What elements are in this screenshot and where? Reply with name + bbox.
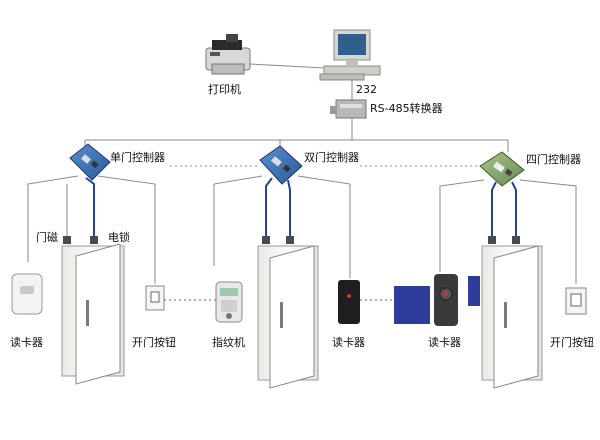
four-controller-label: 四门控制器 — [526, 153, 581, 166]
gray-wiring — [27, 175, 577, 284]
card-reader-2-icon — [338, 280, 360, 324]
card-reader-1-icon — [11, 273, 43, 315]
card-reader-1-label: 读卡器 — [10, 336, 43, 349]
door-1 — [61, 243, 125, 385]
blue-wiring — [85, 177, 517, 236]
computer-icon — [319, 29, 381, 81]
electric-lock-label: 电锁 — [108, 231, 130, 244]
card-reader-3-label: 读卡器 — [428, 336, 461, 349]
double-door-controller-icon — [259, 145, 303, 185]
door-3 — [481, 245, 543, 389]
printer-icon — [205, 34, 251, 75]
fingerprint-label: 指纹机 — [212, 336, 245, 349]
converter-label: RS-485转换器 — [370, 102, 443, 115]
exit-button-2-label: 开门按钮 — [550, 336, 594, 349]
printer-label: 打印机 — [208, 83, 241, 96]
door-2 — [257, 245, 319, 389]
single-controller-label: 单门控制器 — [110, 151, 165, 164]
four-door-controller-icon — [479, 151, 525, 187]
terminal-blocks — [63, 236, 520, 244]
door-magnet-label: 门磁 — [36, 231, 58, 244]
port-label: 232 — [356, 83, 377, 96]
card-reader-2-label: 读卡器 — [332, 336, 365, 349]
card-reader-3-icon — [434, 274, 458, 326]
exit-button-2-icon — [565, 287, 587, 315]
blue-panel-icon — [394, 276, 480, 324]
fingerprint-reader-icon — [215, 281, 243, 323]
double-controller-label: 双门控制器 — [304, 151, 359, 164]
single-door-controller-icon — [69, 143, 111, 181]
exit-button-1-icon — [145, 285, 165, 311]
exit-button-1-label: 开门按钮 — [132, 336, 176, 349]
rs485-converter-icon — [330, 99, 367, 119]
